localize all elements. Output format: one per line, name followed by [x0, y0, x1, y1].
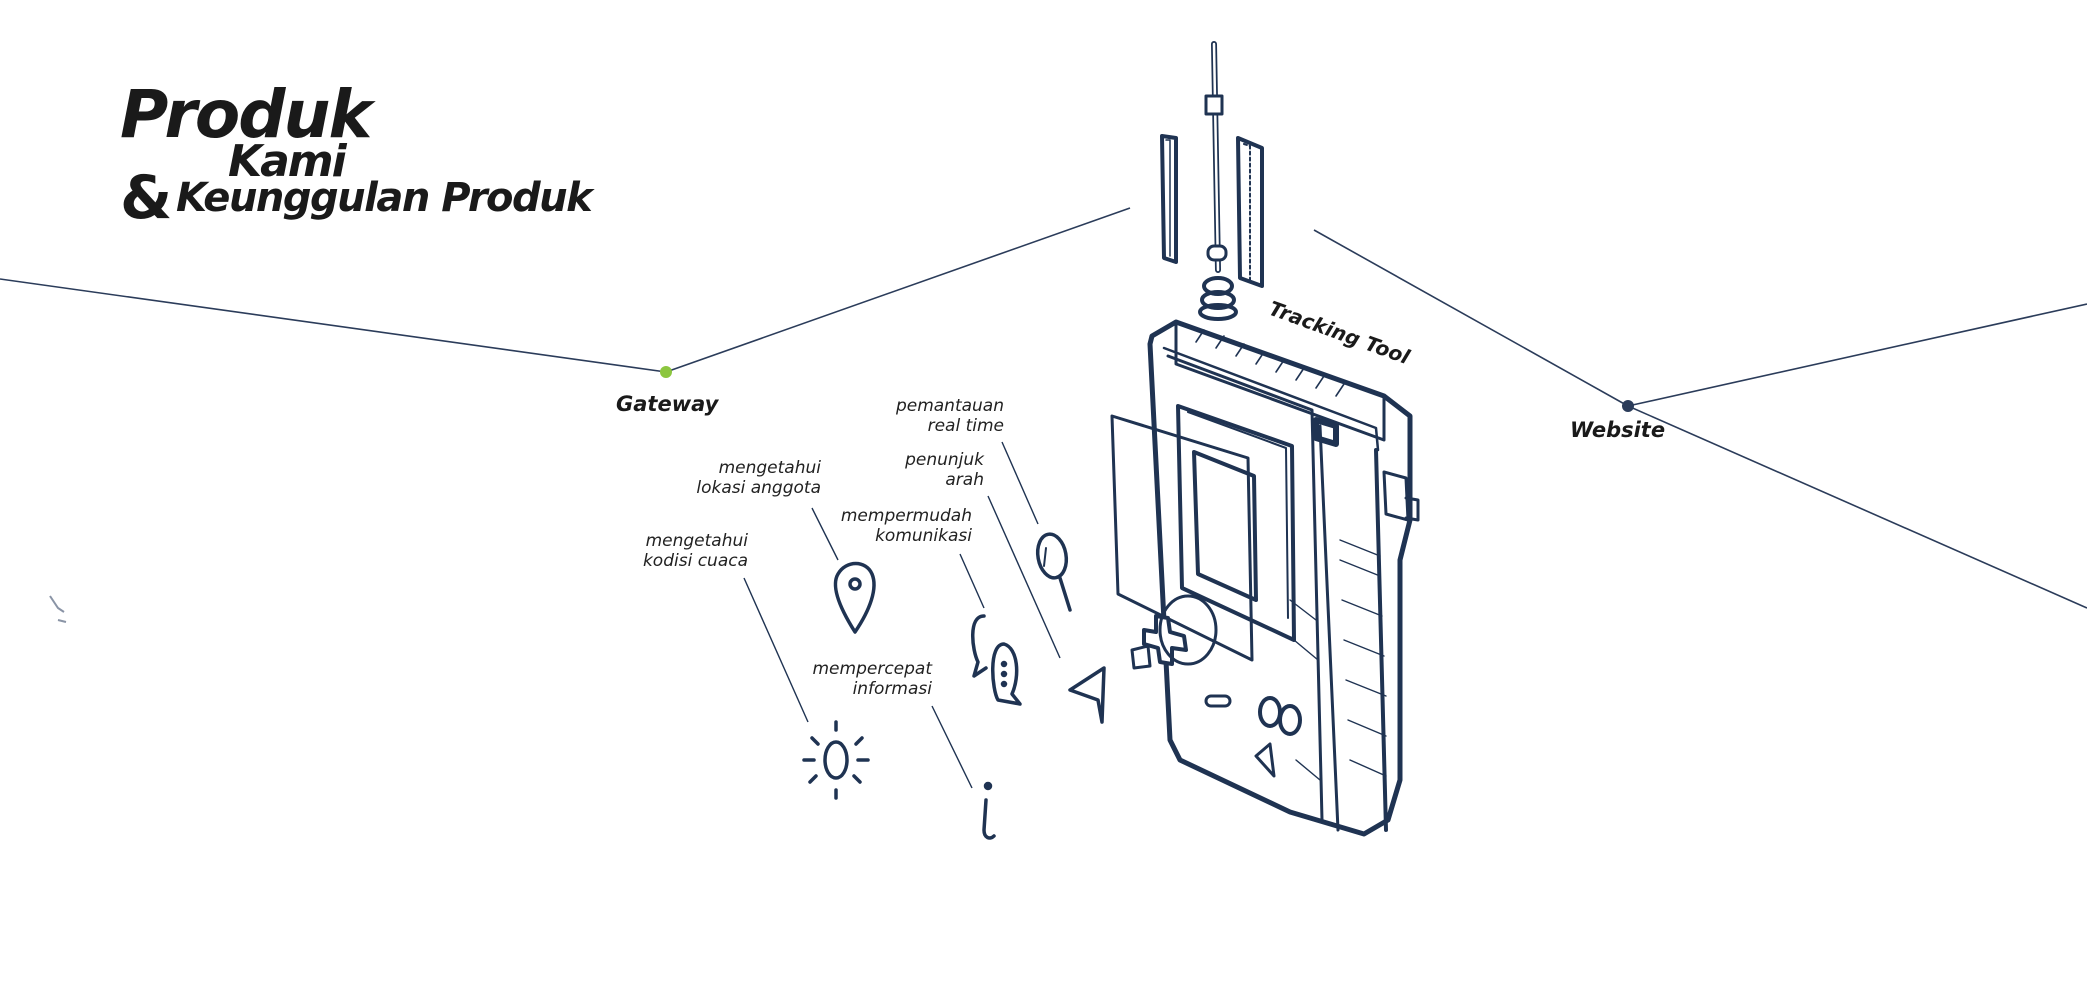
- magnifier-icon: [1035, 532, 1072, 612]
- callout-line-weather: [743, 577, 809, 723]
- callout-line-information: [931, 705, 973, 789]
- callout-line-direction: [987, 495, 1061, 659]
- sun-icon: [802, 720, 870, 800]
- gateway-label: Gateway: [616, 392, 719, 416]
- line-website-to-right-bottom: [1627, 405, 2087, 609]
- line-left-to-gateway: [0, 278, 667, 373]
- feature-label-direction: penunjuk arah: [905, 450, 984, 490]
- page-title-line3: Keunggulan Produk: [176, 175, 593, 221]
- gateway-node-dot: [660, 366, 672, 378]
- location-pin-icon: [833, 561, 876, 634]
- page-title-line1: Produk: [120, 76, 372, 153]
- page-title-line2: Kami: [228, 136, 347, 187]
- line-device-to-website: [1313, 229, 1629, 407]
- decorative-mark: [49, 595, 67, 623]
- feature-label-weather: mengetahui kodisi cuaca: [642, 531, 748, 571]
- callout-line-location: [811, 507, 839, 561]
- feature-label-information: mempercepat informasi: [812, 659, 933, 699]
- line-gateway-to-device: [665, 207, 1131, 373]
- website-label: Website: [1570, 418, 1666, 442]
- callout-line-realtime: [1001, 441, 1039, 525]
- info-icon: [982, 781, 996, 840]
- page-title-ampersand: &: [120, 163, 172, 233]
- feature-label-location: mengetahui lokasi anggota: [696, 458, 821, 498]
- arrow-pointer-icon: [1068, 666, 1106, 724]
- tracking-device-illustration: [1110, 41, 1420, 837]
- feature-label-communication: mempermudah komunikasi: [840, 506, 972, 546]
- callout-line-communication: [959, 553, 985, 609]
- chat-bubbles-icon: [971, 614, 1022, 706]
- website-node-dot: [1622, 400, 1634, 412]
- line-website-to-right-top: [1627, 303, 2087, 407]
- feature-label-realtime: pemantauan real time: [895, 396, 1004, 436]
